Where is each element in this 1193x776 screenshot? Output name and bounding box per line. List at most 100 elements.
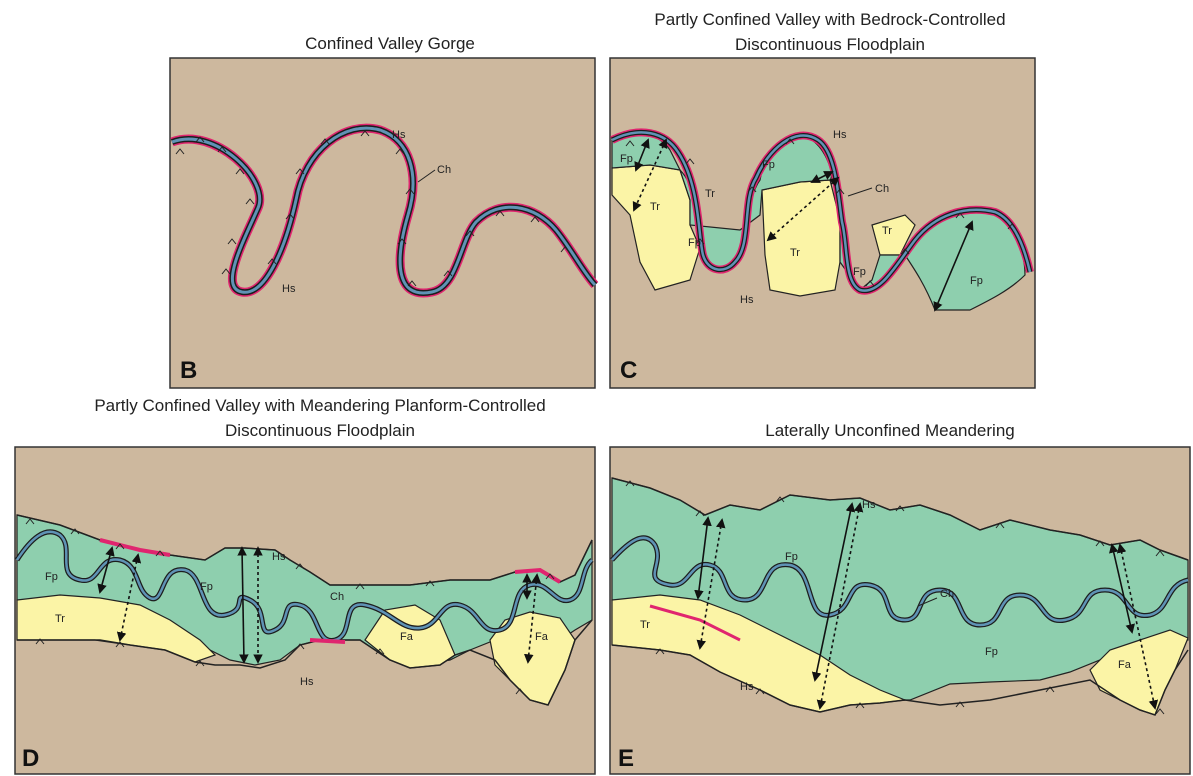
panel-c-label-fp4: Fp [853,266,866,278]
bank-tick [221,268,231,275]
bank-tick [495,210,505,217]
bank-tick [217,146,227,153]
bank-tick [855,702,865,709]
panel-c-label-tr4: Tr [882,225,892,237]
panel-e: Fp Hs Ch Tr Fp Fa Hs E [609,446,1191,775]
panel-d-label-tr: Tr [55,613,65,625]
bank-tick [227,238,237,245]
panel-c-label-fp1: Fp [620,153,633,165]
panel-d-label-fa2: Fa [535,631,549,643]
panel-b-letter: B [180,357,197,384]
panel-c-label-tr2: Tr [705,188,715,200]
bank-tick [175,148,185,155]
bank-tick [115,543,125,550]
bank-tick [545,573,555,580]
bank-tick [235,168,245,175]
panel-e-label-ch: Ch [940,588,954,600]
bank-tick [295,563,305,570]
bank-tick [320,138,330,145]
bank-tick [775,496,785,503]
bank-tick [267,258,277,265]
panel-d-label-ch: Ch [330,591,344,603]
panel-c-label-fp2: Fp [688,237,701,249]
panel-b-title: Confined Valley Gorge [305,34,475,53]
bank-tick [407,280,417,287]
panel-c-label-hs-top: Hs [833,129,847,141]
panel-c-label-fp3: Fp [762,159,775,171]
panel-c-title-line2: Discontinuous Floodplain [735,35,925,54]
bank-tick [155,550,165,557]
panel-e-letter: E [618,745,634,772]
bank-tick [1155,550,1165,557]
panel-c-label-tr3: Tr [790,247,800,259]
bank-tick [995,522,1005,529]
bank-tick [530,216,540,223]
bank-tick [900,248,910,255]
bank-tick [405,188,415,195]
bank-tick [865,280,875,287]
panel-c-label-hs-bottom: Hs [740,294,754,306]
panel-c-title-line1: Partly Confined Valley with Bedrock-Cont… [654,10,1006,29]
bank-tick [397,238,407,245]
bank-tick [695,238,705,245]
bank-tick [625,140,635,147]
bank-tick [955,701,965,708]
bank-tick [560,246,570,253]
bank-tick [465,230,475,237]
panel-c-terrace-mid [761,179,841,297]
bank-tick [1045,686,1055,693]
bank-tick [747,186,757,193]
bank-tick [685,158,695,165]
panel-d-title-line1: Partly Confined Valley with Meandering P… [94,396,546,415]
panel-c-label-ch: Ch [875,183,889,195]
bank-tick [195,136,205,143]
panel-b-label-ch: Ch [437,164,451,176]
bank-tick [695,510,705,517]
panel-e-label-hs-top: Hs [862,499,876,511]
panel-e-label-tr: Tr [640,619,650,631]
bank-tick [835,188,845,195]
panel-c-label-tr1: Tr [650,201,660,213]
panel-b: Hs Ch Hs B [169,57,599,389]
bank-tick [115,641,125,648]
bank-tick [1095,540,1105,547]
bank-tick [25,518,35,525]
bank-tick [245,198,255,205]
panel-d-label-hs-top: Hs [272,551,286,563]
bank-tick [295,168,305,175]
panel-d-letter: D [22,745,39,772]
bank-tick [70,528,80,535]
bank-tick [35,638,45,645]
panel-c-terrace-right [871,214,916,256]
bank-tick [195,660,205,667]
bank-tick [625,480,635,487]
bank-tick [955,212,965,219]
panel-c: Fp Tr Tr Fp Fp Tr Hs Ch Tr Fp Fp Hs C [609,57,1036,389]
bank-tick [443,270,453,277]
panel-d: Fp Tr Fp Hs Ch Fa Fa Hs D [14,446,596,775]
bank-tick [895,505,905,512]
panel-e-label-fp2: Fp [985,646,998,658]
bank-tick-marks [25,130,1165,715]
bank-tick [285,213,295,220]
bank-tick [375,648,385,655]
panel-e-title: Laterally Unconfined Meandering [765,421,1015,440]
bank-tick [755,688,765,695]
bank-tick [1155,708,1165,715]
panel-e-label-fp1: Fp [785,551,798,563]
bank-tick [1007,223,1017,230]
panel-e-label-fa: Fa [1118,659,1132,671]
bank-tick [515,688,525,695]
panel-c-label-fp5: Fp [970,275,983,287]
panel-b-label-hs-bottom: Hs [282,283,296,295]
bank-tick [395,148,405,155]
bank-tick [360,130,370,137]
panel-d-label-fa1: Fa [400,631,414,643]
panel-d-label-hs-bottom: Hs [300,676,314,688]
bank-tick [355,583,365,590]
panel-b-frame [169,57,596,389]
bank-tick [655,648,665,655]
bank-tick [425,580,435,587]
bank-tick [295,643,305,650]
